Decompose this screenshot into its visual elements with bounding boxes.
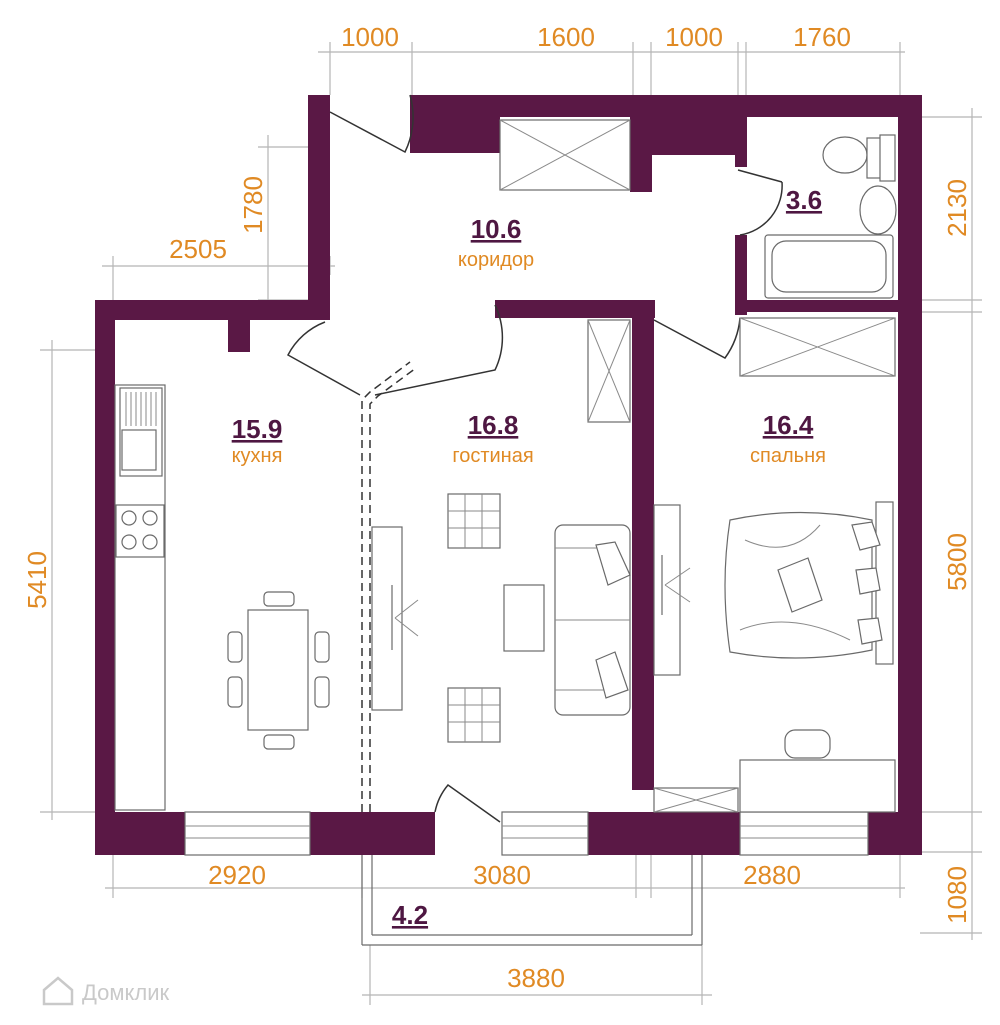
dim-right-balcony: 1080 bbox=[942, 866, 972, 924]
room-area-balcony: 4.2 bbox=[392, 900, 428, 930]
dimension-lines bbox=[40, 42, 982, 1005]
dim-top-2: 1600 bbox=[537, 22, 595, 52]
dim-right-upper: 2130 bbox=[942, 179, 972, 237]
room-area-corridor: 10.6 bbox=[471, 214, 522, 244]
dim-right-main: 5800 bbox=[942, 533, 972, 591]
room-area-kitchen: 15.9 bbox=[232, 414, 283, 444]
room-name-corridor: коридор bbox=[458, 249, 534, 271]
dim-top-1: 1000 bbox=[341, 22, 399, 52]
room-area-bedroom: 16.4 bbox=[763, 410, 814, 440]
bathroom-fixtures bbox=[764, 134, 897, 299]
windows bbox=[184, 811, 869, 856]
room-area-living: 16.8 bbox=[468, 410, 519, 440]
dim-left-main: 5410 bbox=[22, 551, 52, 609]
bedroom-fixtures bbox=[653, 317, 896, 813]
living-fixtures bbox=[371, 319, 631, 743]
room-name-bedroom: спальня bbox=[750, 445, 826, 467]
room-name-kitchen: кухня bbox=[232, 445, 283, 467]
dim-top-4: 1760 bbox=[793, 22, 851, 52]
house-icon bbox=[42, 976, 74, 1006]
dim-top-3: 1000 bbox=[665, 22, 723, 52]
dim-left-step: 2505 bbox=[169, 234, 227, 264]
kitchen-fixtures bbox=[114, 384, 330, 811]
doors bbox=[286, 94, 783, 823]
dim-left-upper: 1780 bbox=[238, 176, 268, 234]
room-area-bathroom: 3.6 bbox=[786, 185, 822, 215]
dim-balcony-width: 3880 bbox=[507, 963, 565, 993]
room-name-living: гостиная bbox=[452, 445, 533, 467]
watermark-text: Домклик bbox=[82, 980, 170, 1005]
corridor-wardrobe bbox=[499, 119, 631, 191]
watermark: Домклик bbox=[42, 976, 170, 1006]
balcony bbox=[361, 855, 703, 946]
dim-bottom-2: 3080 bbox=[473, 860, 531, 890]
walls bbox=[95, 95, 922, 855]
dim-bottom-1: 2920 bbox=[208, 860, 266, 890]
dim-bottom-3: 2880 bbox=[743, 860, 801, 890]
